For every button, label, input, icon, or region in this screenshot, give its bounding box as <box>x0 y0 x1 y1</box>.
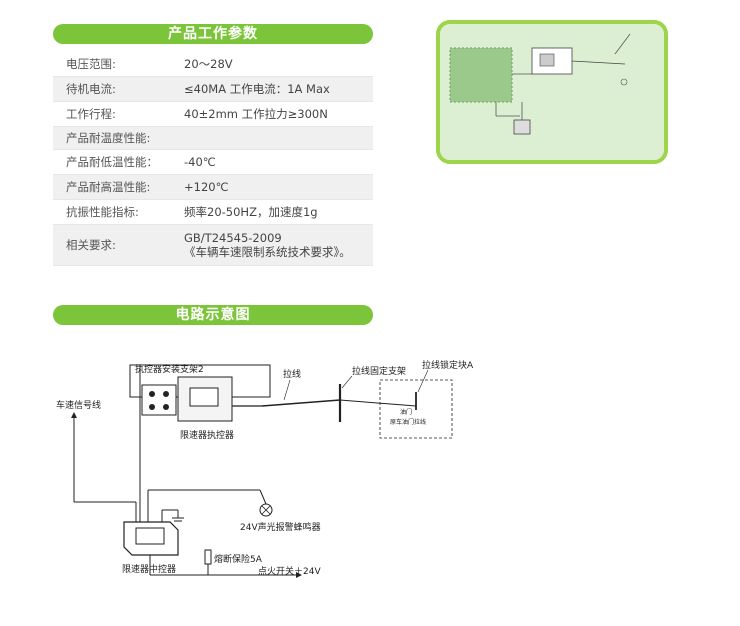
section-title-circuit: 电路示意图 <box>53 305 373 325</box>
label-bracket: 执控器安装支架2 <box>135 363 204 375</box>
param-label: 电压范围: <box>66 57 116 71</box>
param-value-line: 频率20-50HZ，加速度1g <box>184 205 318 219</box>
param-value: 40±2mm 工作拉力≥300N <box>184 107 373 121</box>
label-throttle-2: 原车油门拉线 <box>390 418 426 426</box>
label-fuse: 熔断保险5A <box>214 553 263 565</box>
param-row: 待机电流: ≤40MA 工作电流：1A Max <box>53 77 373 102</box>
param-value: -40℃ <box>184 155 373 169</box>
param-label: 抗振性能指标: <box>66 205 139 219</box>
installation-thumbnail <box>436 20 668 164</box>
param-value-line: ≤40MA 工作电流：1A Max <box>184 82 330 96</box>
bracket-plate <box>141 384 177 416</box>
param-value: 20～28V <box>184 57 373 71</box>
param-value-line: 《车辆车速限制系统技术要求》。 <box>184 245 351 259</box>
param-label: 产品耐温度性能: <box>66 131 151 145</box>
param-row: 抗振性能指标: 频率20-50HZ，加速度1g <box>53 200 373 225</box>
param-row: 产品耐温度性能: <box>53 127 373 150</box>
param-value: 频率20-50HZ，加速度1g <box>184 205 373 219</box>
label-alarm: 24V声光报警蜂鸣器 <box>240 521 321 533</box>
param-row: 产品耐高温性能: +120℃ <box>53 175 373 200</box>
param-row: 相关要求: GB/T24545-2009《车辆车速限制系统技术要求》。 <box>53 225 373 266</box>
param-value-line: GB/T24545-2009 <box>184 231 282 245</box>
param-value: GB/T24545-2009《车辆车速限制系统技术要求》。 <box>184 231 373 259</box>
circuit-diagram: 执控器安装支架2 限速器执控器 拉线 拉线固定支架 拉线锁定块A 油门 原车油门… <box>56 359 474 578</box>
label-speed-signal: 车速信号线 <box>56 399 101 411</box>
label-cable: 拉线 <box>283 368 301 380</box>
label-throttle-1: 油门 <box>400 408 412 416</box>
param-value-line: 20～28V <box>184 57 233 71</box>
param-value-line: +120℃ <box>184 180 229 194</box>
param-value-line: 40±2mm 工作拉力≥300N <box>184 107 328 121</box>
fuse <box>204 549 212 565</box>
param-value: +120℃ <box>184 180 373 194</box>
section-title-params: 产品工作参数 <box>53 24 373 44</box>
param-value-line: -40℃ <box>184 155 216 169</box>
label-cable-bracket: 拉线固定支架 <box>352 365 406 377</box>
param-row: 产品耐低温性能： -40℃ <box>53 150 373 175</box>
param-row: 电压范围: 20～28V <box>53 52 373 77</box>
label-actuator: 限速器执控器 <box>180 429 234 441</box>
label-ignition: 点火开关＋24V <box>258 565 321 577</box>
param-value: ≤40MA 工作电流：1A Max <box>184 82 373 96</box>
params-table: 电压范围: 20～28V 待机电流: ≤40MA 工作电流：1A Max 工作行程: 40… <box>53 52 373 266</box>
param-label: 待机电流: <box>66 82 116 96</box>
throttle-area <box>379 379 453 439</box>
param-label: 相关要求: <box>66 238 116 252</box>
label-controller: 限速器中控器 <box>122 563 176 575</box>
param-row: 工作行程: 40±2mm 工作拉力≥300N <box>53 102 373 127</box>
param-label: 工作行程: <box>66 107 116 121</box>
param-label: 产品耐低温性能： <box>66 155 158 169</box>
param-label: 产品耐高温性能: <box>66 180 151 194</box>
label-lock-block: 拉线锁定块A <box>422 359 474 371</box>
